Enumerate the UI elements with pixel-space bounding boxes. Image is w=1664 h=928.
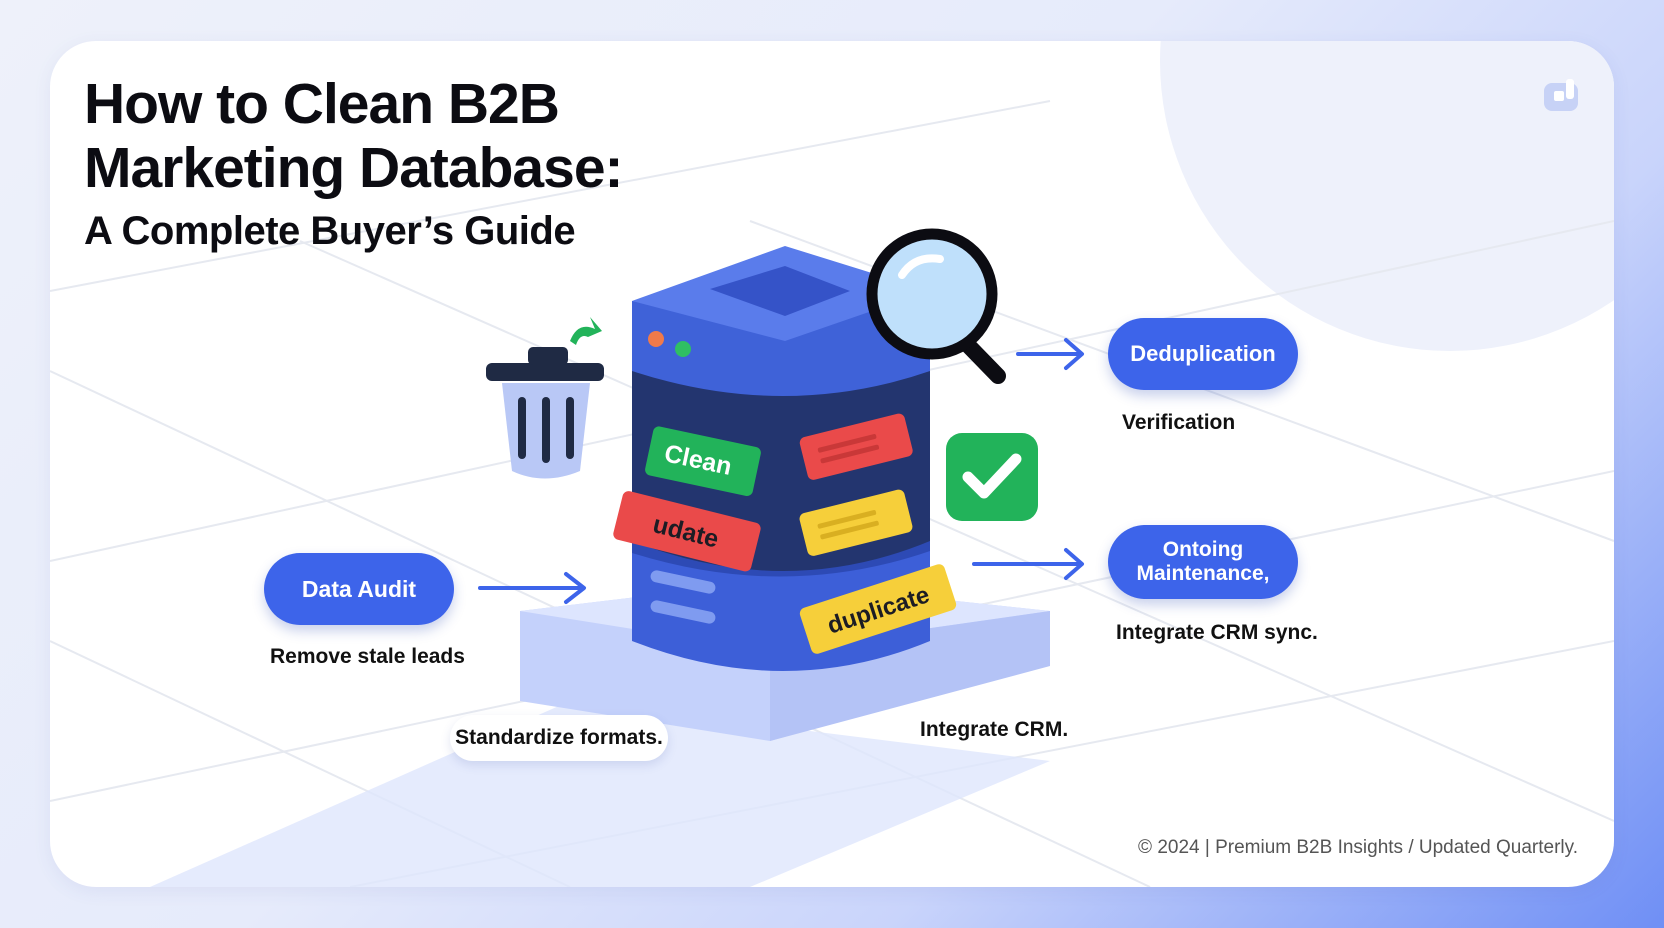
verification-caption: Verification <box>1122 411 1236 434</box>
ongoing-line-1: Ontoing <box>1162 538 1244 561</box>
update-label: udate <box>613 491 761 572</box>
infographic-card: How to Clean B2B Marketing Database: A C… <box>50 41 1614 887</box>
title-line-1: How to Clean B2B <box>84 72 560 136</box>
standardize-chip: Standardize formats. <box>450 715 668 761</box>
clean-label: Clean <box>645 426 761 496</box>
ongoing-maintenance-pill: Ontoing Maintenance, <box>1108 525 1298 599</box>
checkmark-icon <box>946 433 1038 521</box>
arrow-right-icon <box>972 548 1084 580</box>
title-line-2: Marketing Database: <box>84 136 624 200</box>
arrow-right-icon <box>478 572 586 604</box>
data-audit-pill: Data Audit <box>264 553 454 625</box>
magnifier-icon <box>866 228 1006 384</box>
background-grid <box>50 41 1614 887</box>
subtitle: A Complete Buyer’s Guide <box>84 209 576 253</box>
remove-stale-caption: Remove stale leads <box>270 645 465 668</box>
ongoing-line-2: Maintenance, <box>1136 562 1270 585</box>
integrate-crm-sync-caption: Integrate CRM sync. <box>1116 621 1318 644</box>
illustration: Clean udate duplicate <box>478 228 1084 741</box>
deduplication-pill: Deduplication <box>1108 318 1298 390</box>
arrow-right-icon <box>1016 338 1084 370</box>
integrate-crm-caption: Integrate CRM. <box>920 718 1069 741</box>
logo-icon <box>1544 79 1578 111</box>
trash-icon <box>486 317 604 479</box>
footer: © 2024 | Premium B2B Insights / Updated … <box>1138 837 1578 858</box>
